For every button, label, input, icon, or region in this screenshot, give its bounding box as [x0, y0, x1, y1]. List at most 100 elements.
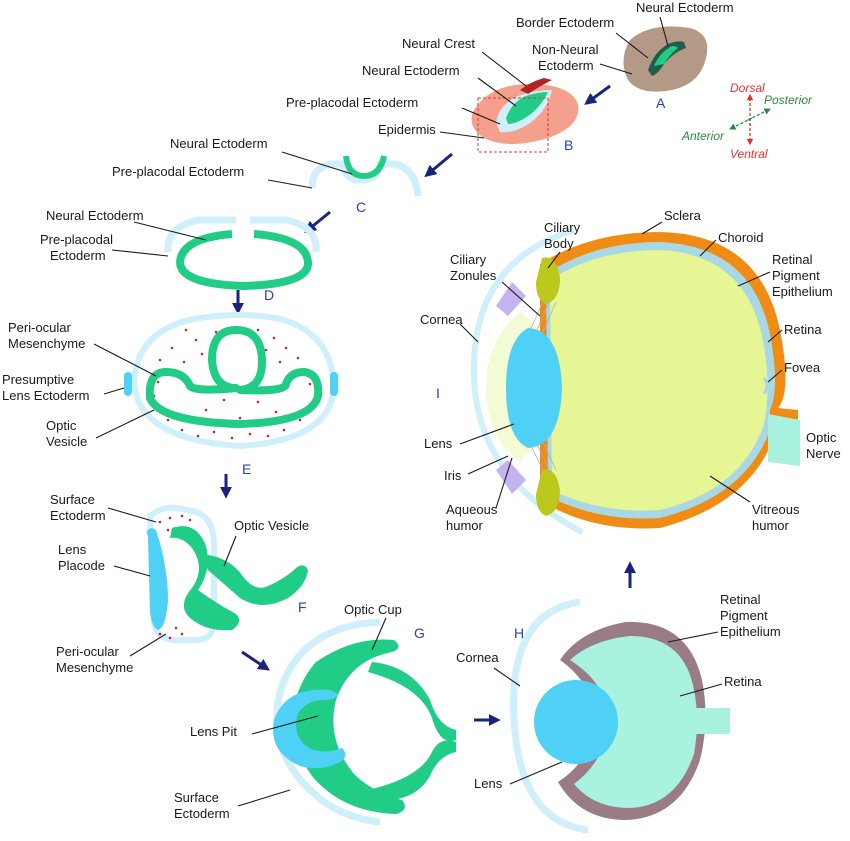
stage-h-eye [510, 598, 730, 834]
i-lens-label: Lens [424, 436, 453, 451]
f-optic-vesicle-label: Optic Vesicle [234, 518, 309, 533]
g-lens-pit-leader [251, 715, 319, 735]
stage-d-neural-tube [164, 216, 320, 291]
f-periocular-label-line2: Mesenchyme [56, 660, 133, 675]
i-retina-leader [767, 329, 783, 343]
i-ciliary-zonules-label: Ciliary [450, 252, 487, 267]
i-cornea-label: Cornea [420, 312, 463, 327]
h-retina-label: Retina [724, 674, 762, 689]
stage-c-neural-groove [308, 155, 422, 197]
i-fovea-label: Fovea [784, 360, 821, 375]
stage-g-letter: G [414, 625, 425, 641]
g-lens-pit-label: Lens Pit [190, 724, 237, 739]
g-surface-label-line2: Ectoderm [174, 806, 230, 821]
stage-f-lens-placode [146, 504, 308, 643]
a-neural-ectoderm-leader [659, 16, 669, 47]
i-rpe-label: Retinal [772, 252, 813, 267]
f-lens-label-line2: Placode [58, 558, 105, 573]
i-optic-nerve-label: Optic [806, 430, 837, 445]
f-optic-vesicle-leader [223, 535, 237, 567]
axis-dorsal-label: Dorsal [730, 81, 765, 95]
axis-anterior-label: Anterior [681, 129, 725, 143]
i-optic-nerve-label-line2: Nerve [806, 446, 841, 461]
a-non-neural-label-line2: Ectoderm [538, 58, 594, 73]
c-preplacodal-label: Pre-placodal Ectoderm [112, 164, 244, 179]
i-aqueous-label: Aqueous [446, 502, 498, 517]
a-non-neural-label: Non-Neural [532, 42, 599, 57]
b-epidermis-leader [439, 131, 485, 139]
b-neural-ectoderm-leader [477, 77, 517, 107]
i-iris-label: Iris [444, 468, 462, 483]
i-vitreous-leader [709, 475, 751, 503]
i-ciliary-body-label-line2: Body [544, 236, 574, 251]
i-rpe-leader [737, 271, 771, 287]
f-surface-leader [107, 507, 157, 523]
b-neural-crest-label: Neural Crest [402, 36, 475, 51]
f-surface-label: Surface [50, 492, 95, 507]
arrow-f-to-g [241, 650, 270, 671]
e-optic-label: Optic [46, 418, 77, 433]
arrow-a-to-b [584, 84, 611, 105]
i-lens-leader [459, 423, 515, 445]
f-surface-label-line2: Ectoderm [50, 508, 106, 523]
stage-d-letter: D [264, 287, 274, 303]
d-neural-ectoderm-leader [133, 221, 207, 241]
i-aqueous-leader [495, 457, 513, 509]
i-iris-leader [467, 455, 509, 475]
stage-a-letter: A [656, 95, 666, 111]
i-aqueous-label-line2: humor [446, 518, 484, 533]
stage-f-letter: F [298, 599, 307, 615]
d-neural-ectoderm-label: Neural Ectoderm [46, 208, 144, 223]
b-neural-crest-leader [481, 51, 527, 87]
i-choroid-leader [699, 239, 717, 257]
i-sclera-label: Sclera [664, 208, 702, 223]
h-cornea-leader [493, 667, 521, 687]
e-optic-label-line2: Vesicle [46, 434, 87, 449]
c-preplacodal-leader [267, 179, 313, 189]
e-optic-leader [95, 409, 155, 439]
arrow-c-to-d [304, 210, 331, 234]
b-preplacodal-label: Pre-placodal Ectoderm [286, 95, 418, 110]
h-retina-leader [679, 683, 723, 697]
i-ciliary-zonules-label-line2: Zonules [450, 268, 497, 283]
i-fovea-leader [767, 369, 783, 383]
a-border-ectoderm-label: Border Ectoderm [516, 15, 614, 30]
h-rpe-label-line2: Pigment [720, 608, 768, 623]
b-epidermis-label: Epidermis [378, 122, 436, 137]
h-rpe-label: Retinal [720, 592, 761, 607]
a-border-ectoderm-leader [615, 32, 649, 59]
g-optic-cup-label: Optic Cup [344, 602, 402, 617]
i-sclera-leader [641, 221, 663, 235]
stage-g-optic-cup [273, 618, 456, 826]
e-mesenchyme-dots [152, 328, 320, 440]
axis-posterior-label: Posterior [764, 93, 813, 107]
e-periocular-leader [93, 343, 157, 377]
c-neural-ectoderm-label: Neural Ectoderm [170, 136, 268, 151]
i-retina-label: Retina [784, 322, 822, 337]
stage-e-optic-vesicle [124, 312, 338, 450]
stage-e-letter: E [242, 461, 251, 477]
stage-c-letter: C [356, 199, 366, 215]
g-optic-cup-leader [371, 617, 387, 651]
i-rpe-label-line3: Epithelium [772, 284, 833, 299]
i-ciliary-body-leader [547, 251, 561, 269]
d-preplacodal-leader [111, 249, 169, 257]
e-presumptive-label: Presumptive [2, 372, 74, 387]
axis-compass [729, 93, 771, 146]
stage-i-adult-eye [470, 227, 800, 535]
i-vitreous-label: Vitreous [752, 502, 800, 517]
f-lens-leader [113, 565, 151, 577]
i-ciliary-body-label: Ciliary [544, 220, 581, 235]
d-preplacodal-label-line2: Ectoderm [50, 248, 106, 263]
stage-b-neural-plate [471, 78, 579, 153]
e-periocular-label: Peri-ocular [8, 320, 72, 335]
c-neural-ectoderm-leader [281, 151, 353, 175]
i-choroid-label: Choroid [718, 230, 764, 245]
e-periocular-label-line2: Mesenchyme [8, 336, 85, 351]
d-preplacodal-label: Pre-placodal [40, 232, 113, 247]
i-vitreous-label-line2: humor [752, 518, 790, 533]
g-surface-label: Surface [174, 790, 219, 805]
e-presumptive-label-line2: Lens Ectoderm [2, 388, 89, 403]
e-presumptive-leader [103, 387, 125, 395]
stage-i-letter: I [436, 385, 440, 401]
